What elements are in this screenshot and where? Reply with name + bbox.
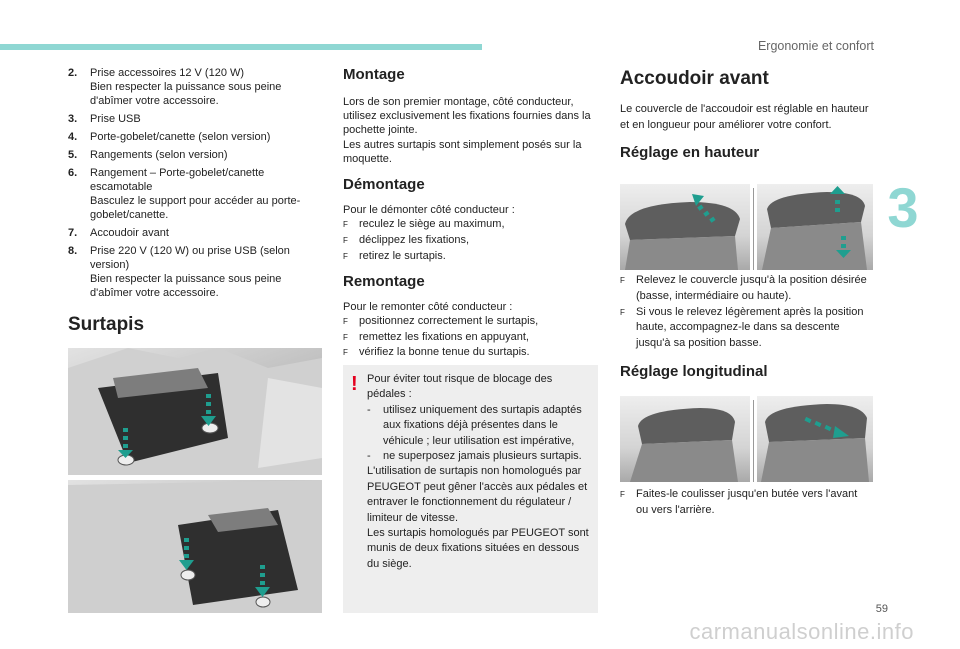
list-item: 7.Accoudoir avant: [68, 227, 169, 239]
bullet-icon: F: [620, 276, 625, 285]
image-divider: [753, 188, 754, 270]
list-item: 6.Rangement – Porte-gobelet/canette esca…: [68, 167, 301, 221]
armrest-slide-image-forward: [757, 396, 873, 482]
watermark: carmanualsonline.info: [689, 619, 914, 644]
surtapis-heading: Surtapis: [68, 314, 145, 335]
armrest-height-image-high: [757, 184, 873, 270]
column-middle: Montage Lors de son premier montage, côt…: [343, 66, 600, 361]
floor-mat-image-bottom: [68, 480, 322, 613]
column-right: Accoudoir avant Le couvercle de l'accoud…: [620, 68, 870, 161]
floor-mat-illustration: [68, 480, 322, 613]
hauteur-heading: Réglage en hauteur: [620, 144, 760, 161]
console-item-list: 2.Prise accessoires 12 V (120 W) Bien re…: [68, 66, 324, 300]
remontage-intro: Pour le remonter côté conducteur :: [343, 300, 513, 313]
bullet-icon: F: [343, 316, 348, 326]
list-item: 5.Rangements (selon version): [68, 149, 228, 161]
header-accent-bar: [0, 44, 482, 50]
list-item: -ne superposez jamais plusieurs surtapis…: [367, 450, 582, 463]
bullet-icon: F: [343, 236, 348, 246]
floor-mat-illustration: [68, 348, 322, 475]
armrest-height-image-low: [620, 184, 750, 270]
bullet-icon: F: [343, 220, 348, 230]
armrest-illustration: [761, 404, 869, 482]
warning-box: ! Pour éviter tout risque de blocage des…: [343, 365, 598, 613]
list-item: -utilisez uniquement des surtapis adapté…: [367, 403, 582, 447]
list-item: 3.Prise USB: [68, 113, 141, 125]
chapter-number: 3: [887, 176, 919, 239]
warning-text: Pour éviter tout risque de blocage des p…: [367, 372, 593, 572]
demontage-intro: Pour le démonter côté conducteur :: [343, 204, 515, 217]
list-item: 4.Porte-gobelet/canette (selon version): [68, 131, 271, 143]
bullet-icon: F: [343, 332, 348, 342]
armrest-illustration: [762, 186, 867, 270]
longitudinal-heading: Réglage longitudinal: [620, 363, 768, 380]
remontage-heading: Remontage: [343, 272, 425, 290]
section-title: Ergonomie et confort: [757, 39, 874, 53]
image-divider: [753, 400, 754, 482]
bullet-icon: F: [343, 251, 348, 261]
demontage-heading: Démontage: [343, 176, 425, 194]
floor-mat-image-top: [68, 348, 322, 475]
list-item: 8.Prise 220 V (120 W) ou prise USB (selo…: [68, 245, 290, 299]
bullet-icon: F: [620, 490, 625, 499]
bullet-icon: F: [620, 307, 625, 317]
armrest-slide-image-back: [620, 396, 750, 482]
armrest-illustration: [625, 194, 740, 270]
bullet-icon: F: [343, 348, 348, 358]
warning-icon: !: [351, 373, 358, 395]
armrest-illustration: [630, 408, 738, 482]
list-item: 2.Prise accessoires 12 V (120 W) Bien re…: [68, 67, 282, 107]
montage-text: Lors de son premier montage, côté conduc…: [343, 96, 591, 165]
accoudoir-heading: Accoudoir avant: [620, 68, 769, 89]
page-number: 59: [875, 603, 888, 615]
accoudoir-text: Le couvercle de l'accoudoir est réglable…: [620, 103, 869, 131]
montage-heading: Montage: [343, 66, 405, 83]
column-left: 2.Prise accessoires 12 V (120 W) Bien re…: [68, 66, 324, 336]
